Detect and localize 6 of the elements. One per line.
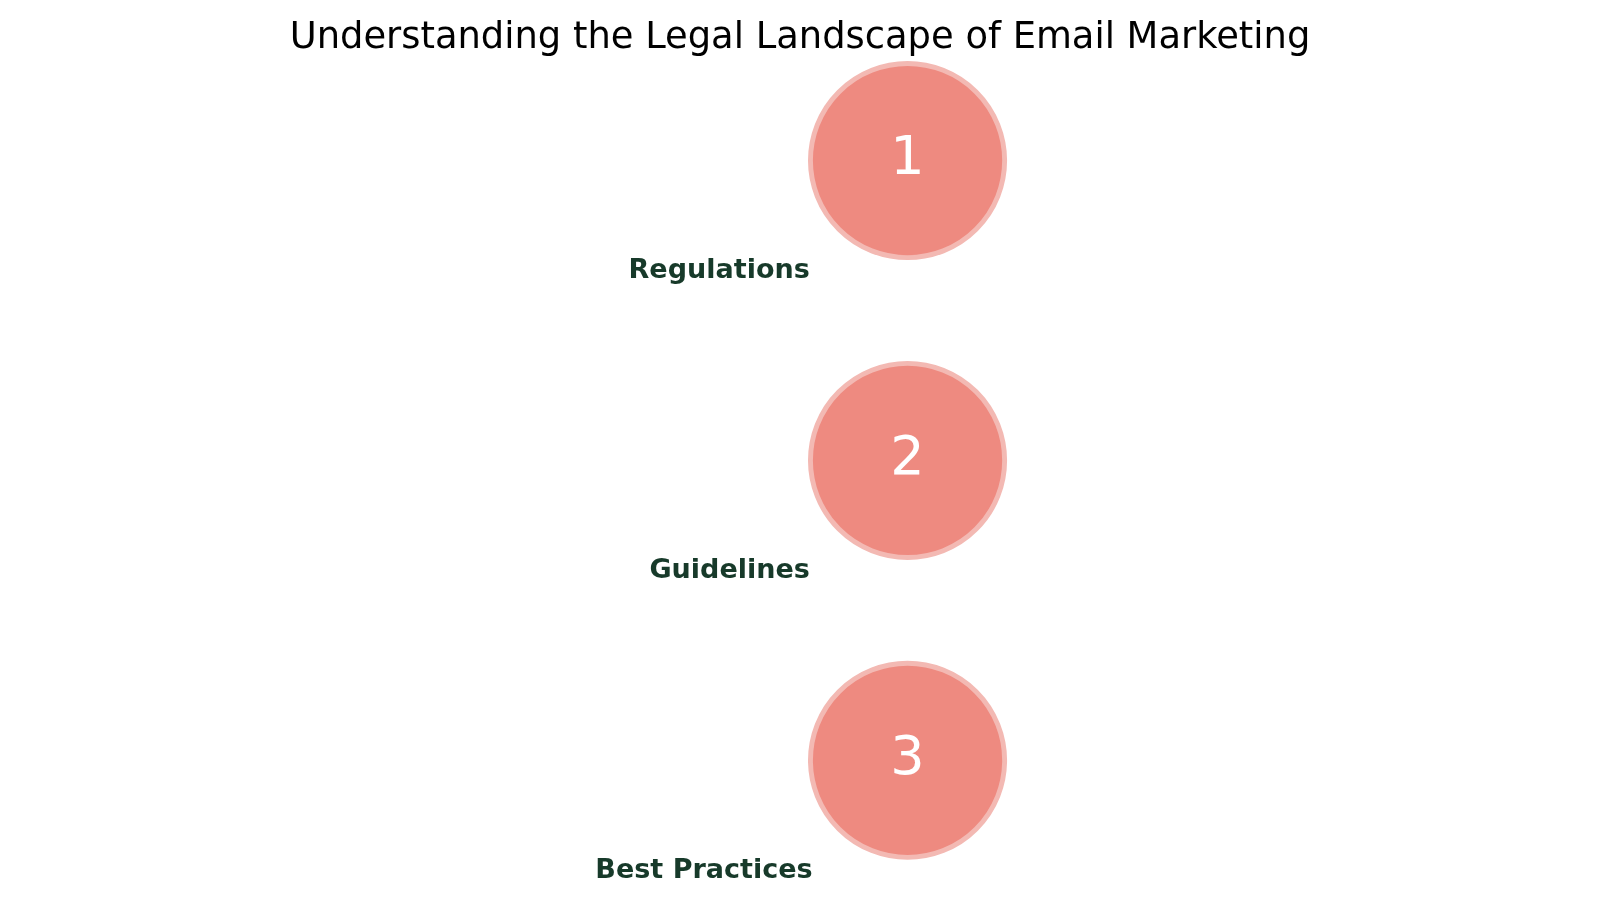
- node-label: Guidelines: [649, 552, 810, 584]
- diagram-title: Understanding the Legal Landscape of Email Marketing: [289, 13, 1311, 57]
- node-label: Regulations: [628, 253, 810, 285]
- node-circle: 3: [808, 660, 1008, 860]
- node-circle: 1: [808, 61, 1008, 261]
- node-circle: 2: [808, 360, 1008, 560]
